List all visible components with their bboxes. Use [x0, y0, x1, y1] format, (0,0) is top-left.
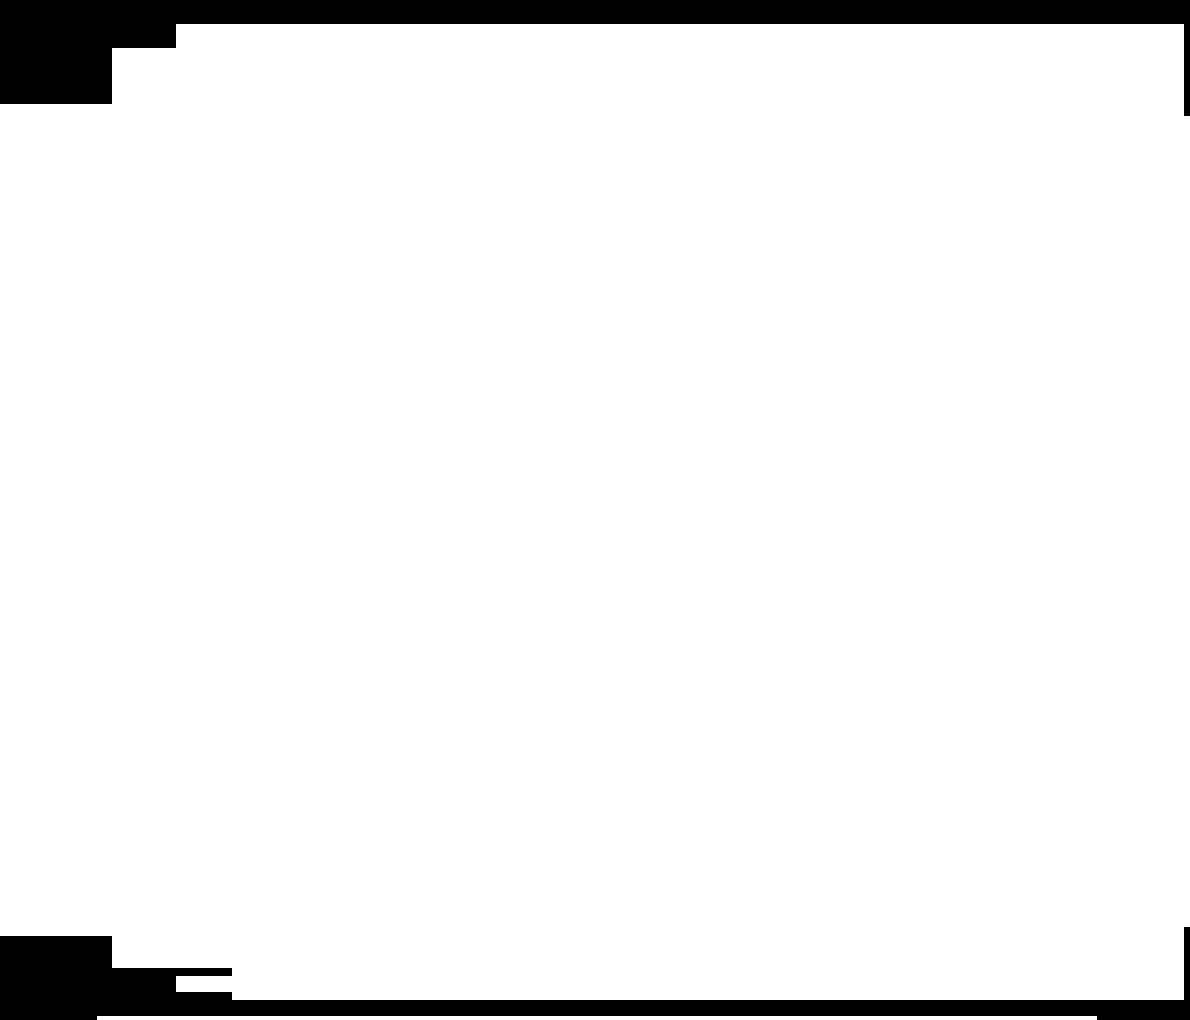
bottom-left-corner-block	[0, 936, 112, 1000]
bottom-frame-band	[0, 1000, 1190, 1020]
right-edge-bar-bottom	[1184, 927, 1190, 1000]
bottom-left-notch	[176, 976, 232, 992]
right-edge-bar-top	[1184, 24, 1190, 116]
top-left-corner-block-lower	[0, 48, 112, 104]
top-left-corner-block-upper	[0, 24, 176, 48]
top-frame-band	[0, 0, 1190, 24]
bottom-edge-strip	[97, 1016, 1097, 1020]
